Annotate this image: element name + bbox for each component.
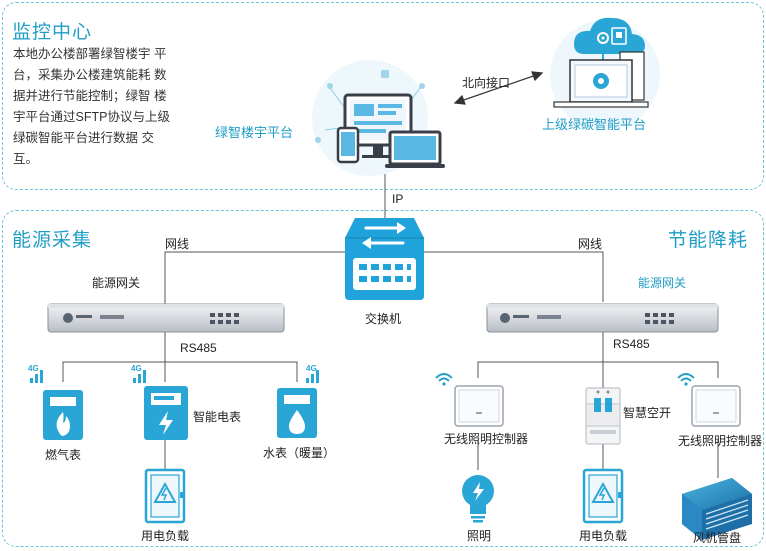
- description-line: 互。: [13, 152, 39, 166]
- water-meter-4g-badge: 4G: [306, 364, 317, 373]
- fan-coil-label: 风机管盘: [693, 531, 742, 545]
- right-rs485-label: RS485: [613, 337, 650, 351]
- left-lighting-controller-icon: [435, 373, 504, 427]
- platform-devices-icon: [312, 60, 445, 176]
- left-network-cable-label: 网线: [165, 237, 190, 251]
- gas-meter-4g-badge: 4G: [28, 364, 39, 373]
- left-load-icon: [144, 468, 186, 524]
- right-gateway-label: 能源网关: [638, 276, 687, 290]
- switch-label: 交换机: [365, 312, 402, 326]
- field-panel: [2, 210, 764, 547]
- north-interface-label: 北向接口: [462, 76, 511, 90]
- smart-breaker-label: 智慧空开: [623, 406, 672, 420]
- smart-meter-label: 智能电表: [193, 410, 242, 424]
- smart-meter-4g-badge: 4G: [131, 364, 142, 373]
- smart-breaker-icon: [585, 387, 621, 445]
- description-line: 台，采集办公楼建筑能耗 数: [13, 68, 167, 82]
- right-lighting-controller-label: 无线照明控制器: [678, 434, 763, 448]
- lighting-label: 照明: [467, 529, 492, 543]
- description-line: 绿碳智能平台进行数据 交: [13, 131, 154, 145]
- water-meter-label: 水表（暖量）: [263, 446, 336, 460]
- left-gateway-label: 能源网关: [92, 276, 141, 290]
- green-platform-label: 绿智楼宇平台: [215, 125, 294, 140]
- left-load-label: 用电负载: [141, 529, 190, 543]
- fan-coil-icon: [682, 478, 752, 540]
- upper-platform-label: 上级绿碳智能平台: [542, 117, 647, 132]
- ip-label: IP: [392, 192, 404, 206]
- left-lighting-controller-label: 无线照明控制器: [444, 432, 529, 446]
- north-interface-arrow: [453, 71, 544, 105]
- description-line: 据并进行节能控制；绿智 楼: [13, 89, 167, 103]
- monitor-center-title: 监控中心: [12, 22, 93, 43]
- right-network-cable-label: 网线: [578, 237, 603, 251]
- description-line: 宇平台通过SFTP协议与上级: [13, 110, 170, 124]
- switch-icon: [345, 218, 424, 300]
- monitor-center-panel: [2, 2, 764, 190]
- water-meter-icon: [277, 370, 319, 438]
- left-rs485-label: RS485: [180, 341, 217, 355]
- connection-lines: [62, 172, 719, 478]
- smart-meter-icon: [133, 370, 188, 440]
- upper-platform-icon: [550, 17, 660, 130]
- right-load-label: 用电负载: [579, 529, 628, 543]
- description-line: 本地办公楼部署绿智楼宇 平: [13, 47, 167, 61]
- right-load-icon: [582, 468, 624, 524]
- left-gateway-icon: [47, 303, 285, 333]
- gas-meter-label: 燃气表: [45, 448, 82, 462]
- lighting-bulb-icon: [462, 475, 494, 523]
- energy-saving-title: 节能降耗: [668, 230, 749, 251]
- right-lighting-controller-icon: [677, 373, 741, 427]
- right-gateway-icon: [486, 303, 719, 333]
- gas-meter-icon: [30, 370, 83, 440]
- monitor-description: 本地办公楼部署绿智楼宇 平 台，采集办公楼建筑能耗 数 据并进行节能控制；绿智 …: [13, 44, 213, 170]
- energy-collection-title: 能源采集: [12, 230, 93, 251]
